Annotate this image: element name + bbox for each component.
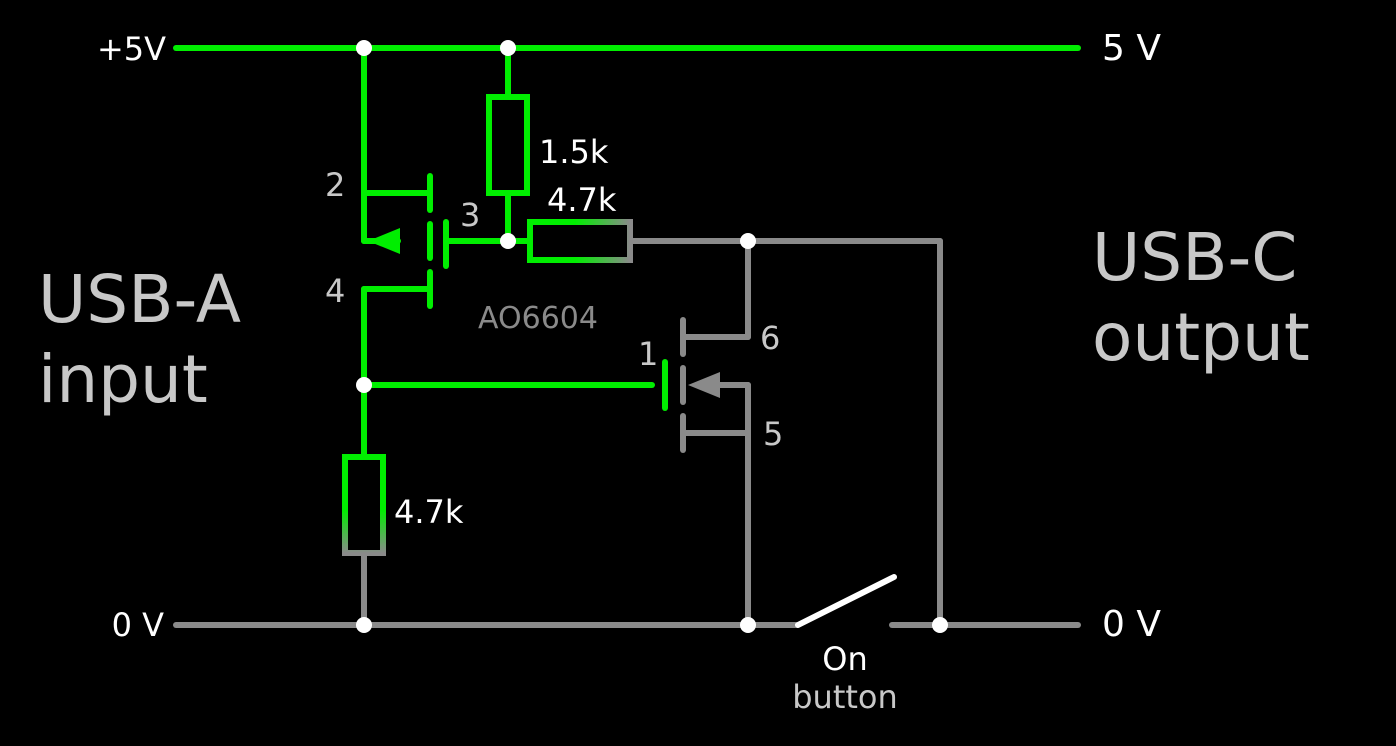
label-button: button	[792, 678, 898, 716]
label-chip-ao6604: AO6604	[478, 301, 598, 336]
junctions	[356, 40, 948, 633]
on-button-switch	[795, 574, 897, 628]
label-on: On	[822, 640, 867, 678]
label-0v-out: 0 V	[1102, 604, 1161, 645]
pmos-arrow	[368, 228, 400, 254]
resistor-1-5k	[486, 94, 530, 196]
junction-dot	[356, 377, 372, 393]
junction-dot	[740, 233, 756, 249]
label-pin-5: 5	[763, 415, 783, 453]
label-pin-6: 6	[760, 319, 780, 357]
label-usb-c: USB-C	[1092, 219, 1297, 296]
label-r-1-5k: 1.5k	[539, 133, 609, 171]
label-0v-in: 0 V	[112, 606, 165, 644]
label-pin-4: 4	[325, 272, 345, 310]
junction-dot	[932, 617, 948, 633]
nmos-arrow	[688, 372, 720, 398]
label-plus-5v: +5V	[97, 30, 166, 68]
label-pin-3: 3	[460, 196, 480, 234]
label-pin-2: 2	[325, 166, 345, 204]
junction-dot	[740, 617, 756, 633]
label-input: input	[38, 341, 208, 418]
label-pin-1: 1	[638, 335, 658, 373]
junction-dot	[500, 40, 516, 56]
inactive-wires	[173, 238, 1081, 628]
junction-dot	[356, 617, 372, 633]
active-wires	[173, 45, 1081, 460]
label-5v-out: 5 V	[1102, 28, 1161, 69]
label-r-4-7k-top: 4.7k	[547, 181, 617, 219]
label-r-4-7k-bottom: 4.7k	[394, 493, 464, 531]
label-usb-a: USB-A	[38, 261, 241, 338]
resistor-4-7k-horizontal	[527, 219, 633, 263]
resistor-4-7k-vertical	[342, 454, 386, 556]
junction-dot	[356, 40, 372, 56]
label-output: output	[1092, 299, 1310, 376]
junction-dot	[500, 233, 516, 249]
